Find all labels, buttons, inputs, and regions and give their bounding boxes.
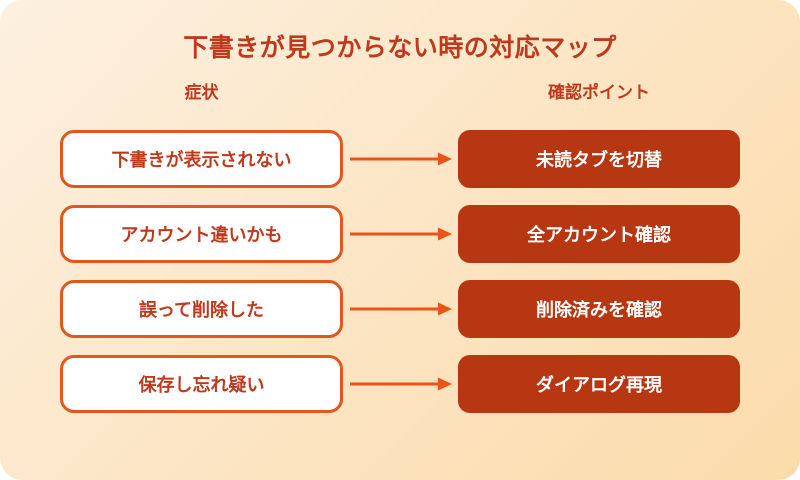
checkpoint-label: ダイアログ再現	[536, 375, 662, 395]
arrow-right-icon	[349, 205, 453, 263]
flow-row: 誤って削除した 削除済みを確認	[0, 280, 800, 338]
flow-row: 下書きが表示されない 未読タブを切替	[0, 130, 800, 188]
arrow-right-icon	[349, 355, 453, 413]
flow-row: アカウント違いかも 全アカウント確認	[0, 205, 800, 263]
symptom-label: 誤って削除した	[138, 300, 265, 320]
arrow-right-icon	[349, 130, 453, 188]
checkpoint-box: ダイアログ再現	[458, 355, 740, 413]
symptom-label: 下書きが表示されない	[111, 150, 292, 170]
checkpoint-label: 未読タブを切替	[536, 150, 662, 170]
symptom-box: 下書きが表示されない	[60, 130, 343, 188]
page-title: 下書きが見つからない時の対応マップ	[183, 34, 617, 62]
checkpoint-label: 削除済みを確認	[536, 300, 662, 320]
column-header-checkpoints: 確認ポイント	[548, 83, 650, 102]
arrow-right-icon	[349, 280, 453, 338]
checkpoint-box: 未読タブを切替	[458, 130, 740, 188]
checkpoint-box: 全アカウント確認	[458, 205, 740, 263]
column-header-symptoms: 症状	[184, 83, 219, 102]
checkpoint-box: 削除済みを確認	[458, 280, 740, 338]
symptom-box: 誤って削除した	[60, 280, 343, 338]
flow-row: 保存し忘れ疑い ダイアログ再現	[0, 355, 800, 413]
symptom-label: 保存し忘れ疑い	[138, 375, 265, 395]
symptom-box: 保存し忘れ疑い	[60, 355, 343, 413]
symptom-label: アカウント違いかも	[120, 225, 283, 245]
checkpoint-label: 全アカウント確認	[527, 225, 671, 245]
symptom-box: アカウント違いかも	[60, 205, 343, 263]
